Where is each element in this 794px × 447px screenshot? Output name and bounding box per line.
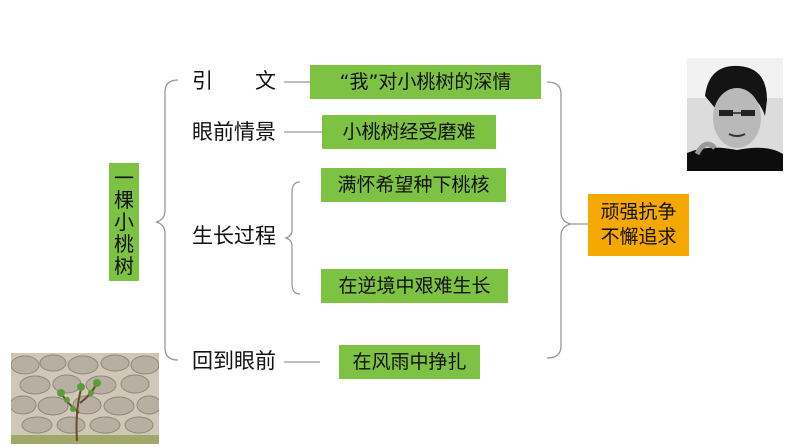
section-label-intro: 引 文 [192,69,276,93]
section-label-growth: 生长过程 [192,224,276,248]
title-char: 棵 [114,188,134,212]
summary-line: 顽强抗争 [600,201,677,223]
section-label-scene: 眼前情景 [192,120,276,144]
box-scene: 小桃树经受磨难 [322,115,496,149]
title-char: 桃 [114,232,134,256]
summary-line: 不懈追求 [600,226,677,248]
summary-box: 顽强抗争 不懈追求 [588,194,689,256]
author-portrait [687,58,783,171]
tree-wall-illustration [11,353,159,444]
section-label-return: 回到眼前 [192,349,276,373]
box-growth-1: 满怀希望种下桃核 [321,168,506,202]
title-char: 小 [114,210,134,234]
box-return: 在风雨中挣扎 [339,345,480,379]
right-bracket [546,81,572,359]
title-char: 树 [114,254,134,278]
title-box: 一 棵 小 桃 树 [109,163,139,281]
title-char: 一 [114,166,134,190]
main-bracket [155,79,179,361]
box-growth-2: 在逆境中艰难生长 [321,269,508,303]
box-intro: “我”对小桃树的深情 [310,65,541,99]
growth-bracket [283,181,301,295]
